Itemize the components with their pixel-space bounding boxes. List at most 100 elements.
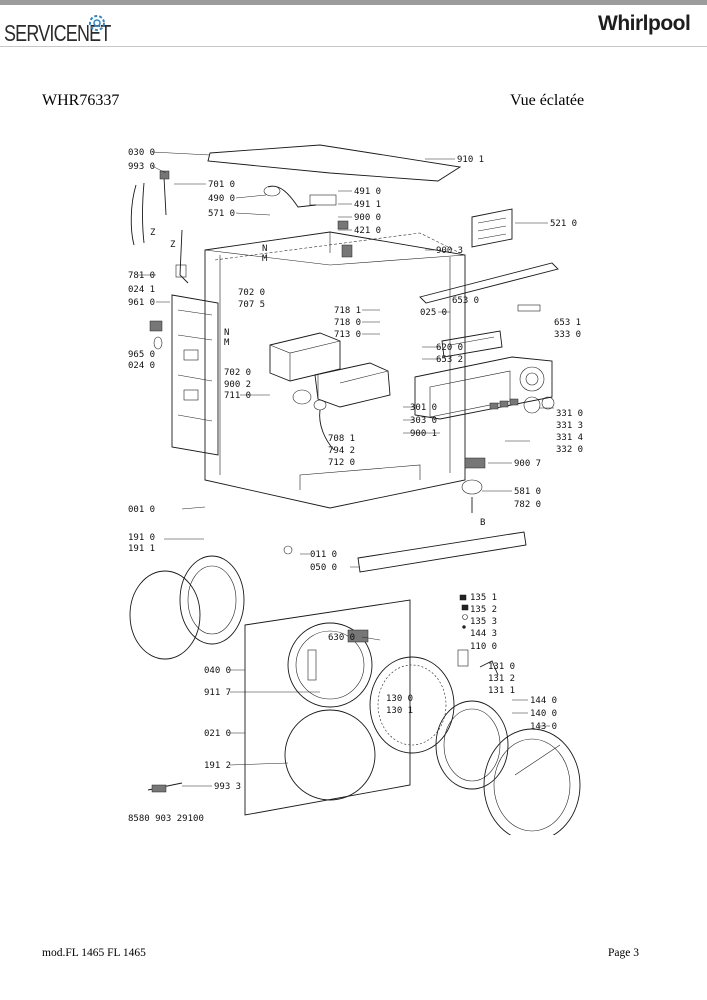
callout-135-3: 135 3 [470, 617, 497, 627]
exploded-view-diagram: 030 0 993 0 701 0 490 0 571 0 910 1 491 … [120, 135, 590, 835]
callout-140-0: 140 0 [530, 709, 557, 719]
callout-794-2: 794 2 [328, 446, 355, 456]
callout-191-0: 191 0 [128, 533, 155, 543]
callout-130-1: 130 1 [386, 706, 413, 716]
callout-702-0a: 702 0 [238, 288, 265, 298]
servicenet-gear-icon [89, 15, 105, 31]
callout-711-0: 711 0 [224, 391, 251, 401]
callout-491-1: 491 1 [354, 200, 381, 210]
callout-718-0: 718 0 [334, 318, 361, 328]
callout-011-0: 011 0 [310, 550, 337, 560]
inlet-valve [263, 185, 353, 258]
callout-581-0: 581 0 [514, 487, 541, 497]
footer-page: Page 3 [608, 947, 639, 959]
callout-332-0: 332 0 [556, 445, 583, 455]
callout-191-2: 191 2 [204, 761, 231, 771]
callout-131-0: 131 0 [488, 662, 515, 672]
callout-782-0: 782 0 [514, 500, 541, 510]
detergent-dispenser [269, 332, 391, 451]
view-title: Vue éclatée [510, 92, 585, 109]
callout-191-1: 191 1 [128, 544, 155, 554]
callout-021-0: 021 0 [204, 729, 231, 739]
callout-024-1: 024 1 [128, 285, 155, 295]
callout-781-0: 781 0 [128, 271, 155, 281]
callout-131-2: 131 2 [488, 674, 515, 684]
callout-301-0: 301 0 [410, 403, 437, 413]
inlet-hoses [130, 170, 189, 284]
callout-961-0: 961 0 [128, 298, 155, 308]
door-lock-parts [461, 457, 486, 513]
callout-050-0: 050 0 [310, 563, 337, 573]
header-divider [0, 46, 707, 47]
callout-131-1: 131 1 [488, 686, 515, 696]
callout-900-3: 900 3 [436, 246, 463, 256]
marker-z2: Z [170, 240, 176, 250]
callout-653-0: 653 0 [452, 296, 479, 306]
callout-024-0: 024 0 [128, 361, 155, 371]
callout-331-4: 331 4 [556, 433, 583, 443]
callout-993-3: 993 3 [214, 782, 241, 792]
callout-965-0: 965 0 [128, 350, 155, 360]
callout-333-0: 333 0 [554, 330, 581, 340]
footer-model: mod.FL 1465 FL 1465 [42, 947, 146, 959]
control-board [471, 208, 513, 248]
callout-713-0: 713 0 [334, 330, 361, 340]
front-strip [419, 262, 559, 312]
callout-490-0: 490 0 [208, 194, 235, 204]
callout-143-0: 143 0 [530, 722, 557, 732]
door-ring [369, 656, 581, 835]
model-number: WHR76337 [42, 92, 120, 109]
diagram-reference-number: 8580 903 29100 [128, 814, 204, 824]
callout-030-0: 030 0 [128, 148, 155, 158]
rear-panel [171, 294, 219, 456]
callout-521-0: 521 0 [550, 219, 577, 229]
leader-lines [138, 151, 554, 787]
callout-712-0: 712 0 [328, 458, 355, 468]
callout-900-1: 900 1 [410, 429, 437, 439]
exploded-view-svg: 030 0 993 0 701 0 490 0 571 0 910 1 491 … [128, 144, 583, 835]
callout-110-0: 110 0 [470, 642, 497, 652]
callout-620-0: 620 0 [436, 343, 463, 353]
callout-421-0: 421 0 [354, 226, 381, 236]
front-panel [244, 599, 411, 816]
callout-135-1: 135 1 [470, 593, 497, 603]
callout-630-0: 630 0 [328, 633, 355, 643]
top-panel [207, 144, 462, 182]
callout-331-0: 331 0 [556, 409, 583, 419]
hinge-parts [457, 594, 499, 676]
callout-144-3: 144 3 [470, 629, 497, 639]
plinth [283, 531, 527, 573]
header-bar [0, 0, 707, 5]
feet [147, 320, 183, 793]
callout-labels: 030 0 993 0 701 0 490 0 571 0 910 1 491 … [128, 148, 583, 824]
callout-144-0: 144 0 [530, 696, 557, 706]
callout-900-7: 900 7 [514, 459, 541, 469]
callout-702-0b: 702 0 [224, 368, 251, 378]
callout-910-1: 910 1 [457, 155, 484, 165]
callout-911-7: 911 7 [204, 688, 231, 698]
callout-701-0: 701 0 [208, 180, 235, 190]
callout-900-2: 900 2 [224, 380, 251, 390]
callout-331-3: 331 3 [556, 421, 583, 431]
marker-b1: B [480, 518, 485, 528]
marker-n1: N [262, 244, 267, 254]
callout-130-0: 130 0 [386, 694, 413, 704]
callout-491-0: 491 0 [354, 187, 381, 197]
letter-markers: Z Z N M N M B [150, 228, 485, 528]
whirlpool-logo: Whirlpool [598, 12, 691, 35]
callout-653-2: 653 2 [436, 355, 463, 365]
callout-001-0: 001 0 [128, 505, 155, 515]
callout-900-0: 900 0 [354, 213, 381, 223]
cabinet [204, 231, 466, 509]
servicenet-logo-text: SERVICENET [4, 20, 111, 46]
callout-993-0: 993 0 [128, 162, 155, 172]
marker-m1: M [262, 254, 268, 264]
marker-m2: M [224, 338, 230, 348]
callout-025-0: 025 0 [420, 308, 447, 318]
callout-040-0: 040 0 [204, 666, 231, 676]
callout-707-5: 707 5 [238, 300, 265, 310]
door-seal [129, 555, 245, 660]
callout-571-0: 571 0 [208, 209, 235, 219]
button-cluster [489, 396, 555, 414]
servicenet-logo: SERVICENET [4, 12, 114, 48]
